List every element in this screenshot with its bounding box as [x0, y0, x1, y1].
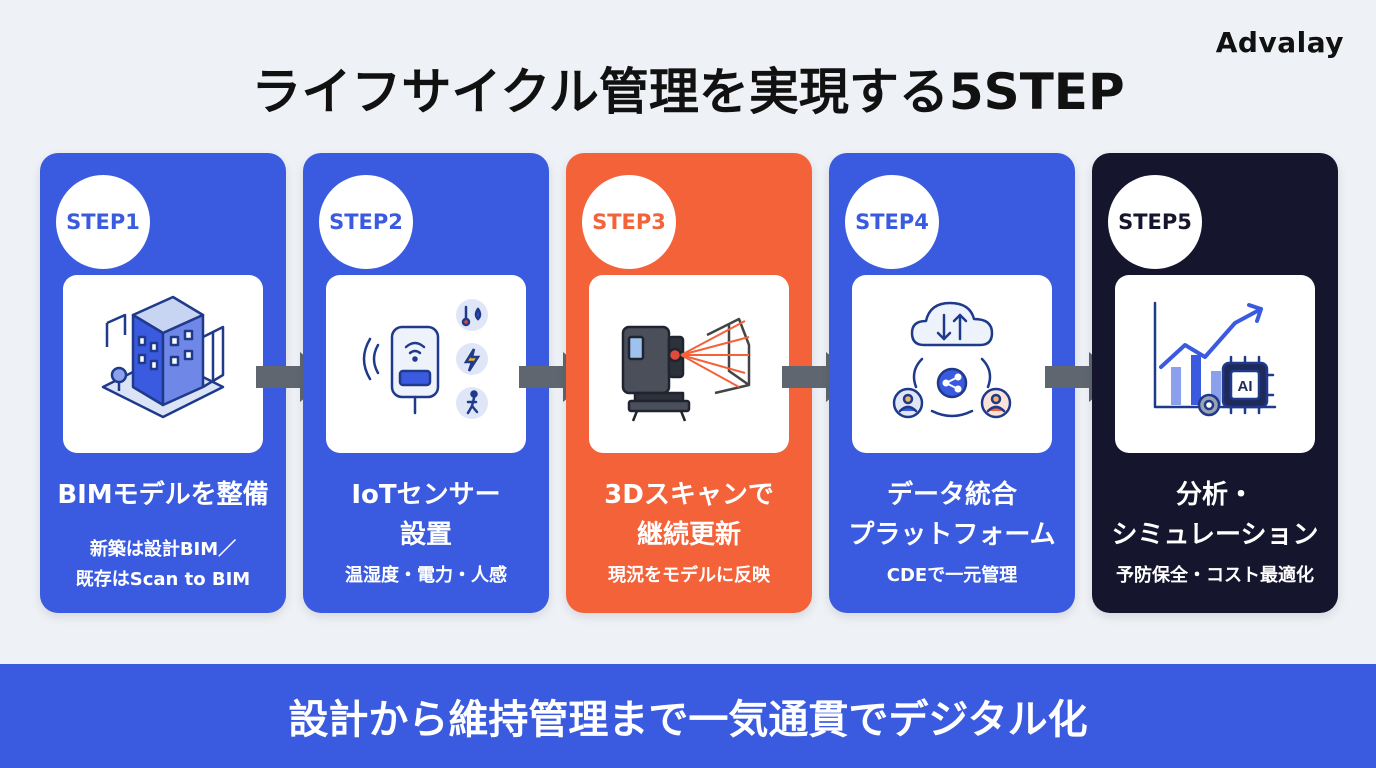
building-icon	[63, 275, 263, 453]
step-card-5: STEP5 AI	[1092, 153, 1338, 613]
step-badge: STEP3	[582, 175, 676, 269]
brand-logo: Advalay	[1215, 26, 1344, 59]
step-description-line: 現況をモデルに反映	[608, 565, 770, 586]
step-description-line: 新築は設計BIM／	[89, 539, 237, 560]
step-heading-line: 3Dスキャンで	[604, 480, 774, 510]
step-heading-line: 継続更新	[636, 520, 741, 550]
step-heading-line: シミュレーション	[1111, 520, 1319, 550]
laser-scanner-icon	[589, 275, 789, 453]
step-heading-line: 設置	[399, 520, 452, 550]
step-description: CDEで一元管理	[829, 561, 1075, 591]
step-heading: 分析・ シミュレーション	[1092, 475, 1338, 555]
step-description-line: CDEで一元管理	[886, 565, 1018, 586]
page-title: ライフサイクル管理を実現する5STEP	[251, 63, 1125, 121]
step-heading-line: プラットフォーム	[848, 520, 1056, 550]
step-badge: STEP1	[56, 175, 150, 269]
step-card-3: STEP3 3Dスキャンで	[566, 153, 812, 613]
step-heading: 3Dスキャンで 継続更新	[566, 475, 812, 555]
step-description: 温湿度・電力・人感	[303, 561, 549, 591]
step-badge: STEP5	[1108, 175, 1202, 269]
cloud-share-icon	[852, 275, 1052, 453]
step-heading-line: IoTセンサー	[351, 480, 501, 510]
step-badge: STEP2	[319, 175, 413, 269]
step-description: 現況をモデルに反映	[566, 561, 812, 591]
step-heading: データ統合 プラットフォーム	[829, 475, 1075, 555]
step-card-4: STEP4	[829, 153, 1075, 613]
step-heading: BIMモデルを整備	[40, 475, 286, 515]
step-description-line: 温湿度・電力・人感	[345, 565, 507, 586]
step-card-1: STEP1	[40, 153, 286, 613]
step-description-line: 予防保全・コスト最適化	[1116, 565, 1314, 586]
step-heading-line: データ統合	[886, 480, 1017, 510]
step-description: 新築は設計BIM／ 既存はScan to BIM	[40, 535, 286, 595]
iot-sensor-icon	[326, 275, 526, 453]
svg-text:AI: AI	[1238, 378, 1253, 395]
step-heading-line: BIMモデルを整備	[57, 480, 269, 510]
step-heading: IoTセンサー 設置	[303, 475, 549, 555]
step-description-line: 既存はScan to BIM	[75, 569, 251, 590]
footer-banner: 設計から維持管理まで一気通貫でデジタル化	[0, 664, 1376, 768]
step-heading-line: 分析・	[1175, 480, 1254, 510]
step-card-2: STEP2	[303, 153, 549, 613]
ai-analytics-icon: AI	[1115, 275, 1315, 453]
step-description: 予防保全・コスト最適化	[1092, 561, 1338, 591]
step-badge: STEP4	[845, 175, 939, 269]
